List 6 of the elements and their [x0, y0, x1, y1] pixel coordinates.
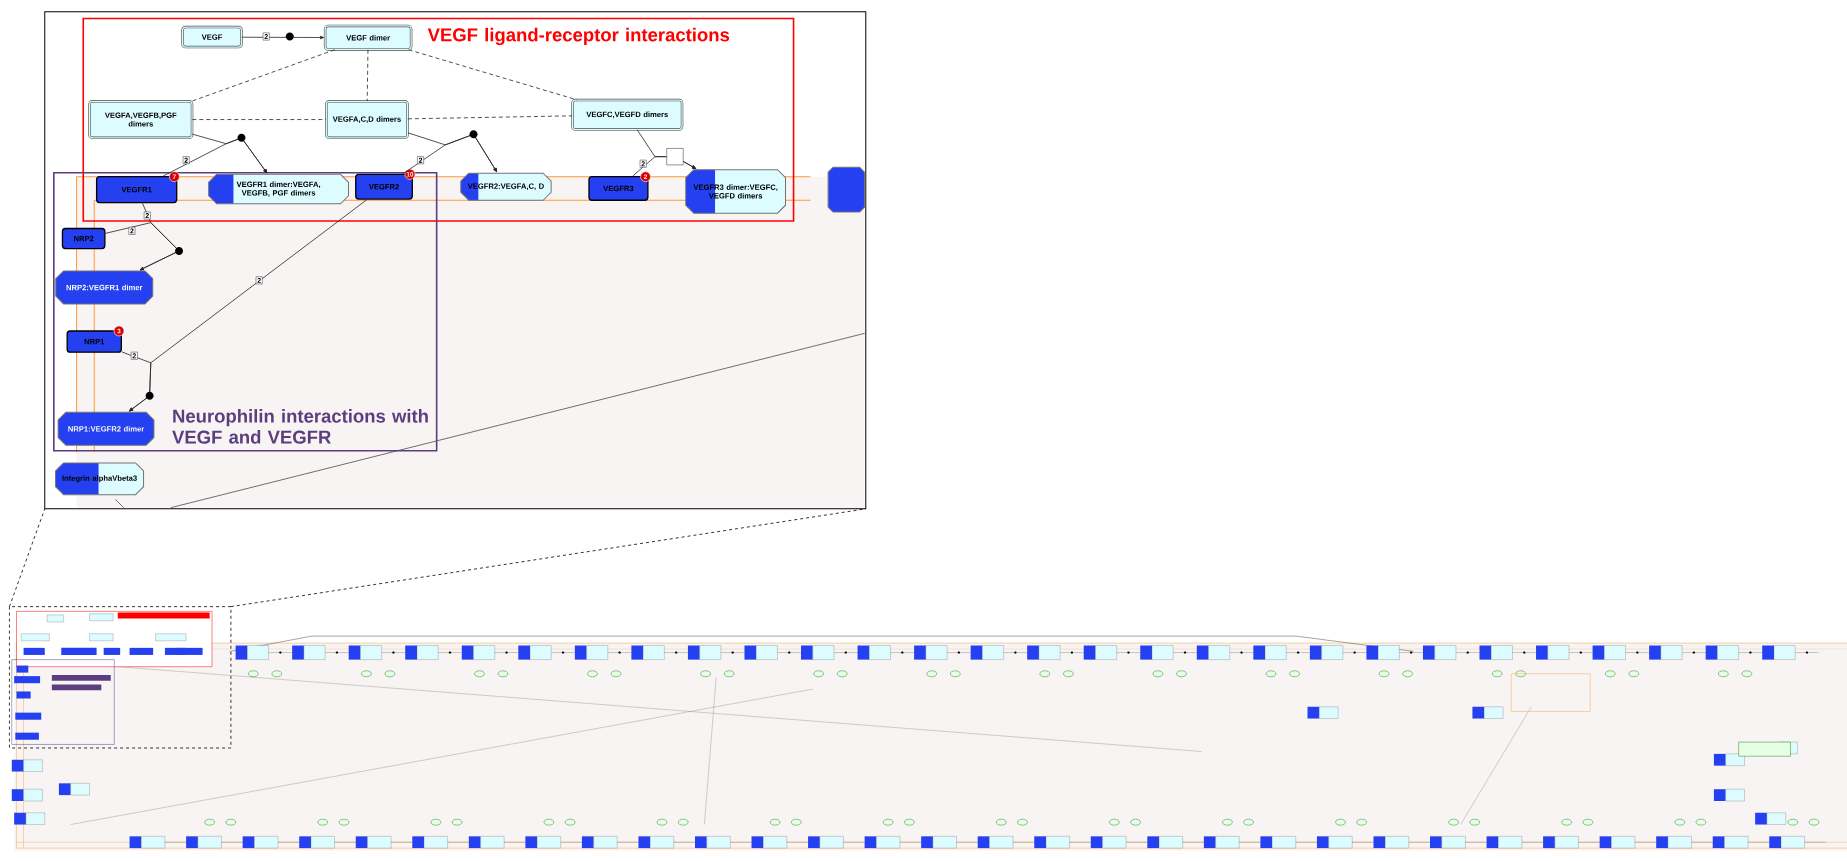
- complex-box: [827, 166, 866, 213]
- arrow: [105, 222, 180, 271]
- arrow: [241, 35, 325, 40]
- arrow: [162, 137, 268, 177]
- arrow: [121, 351, 152, 412]
- arrow: [632, 156, 697, 177]
